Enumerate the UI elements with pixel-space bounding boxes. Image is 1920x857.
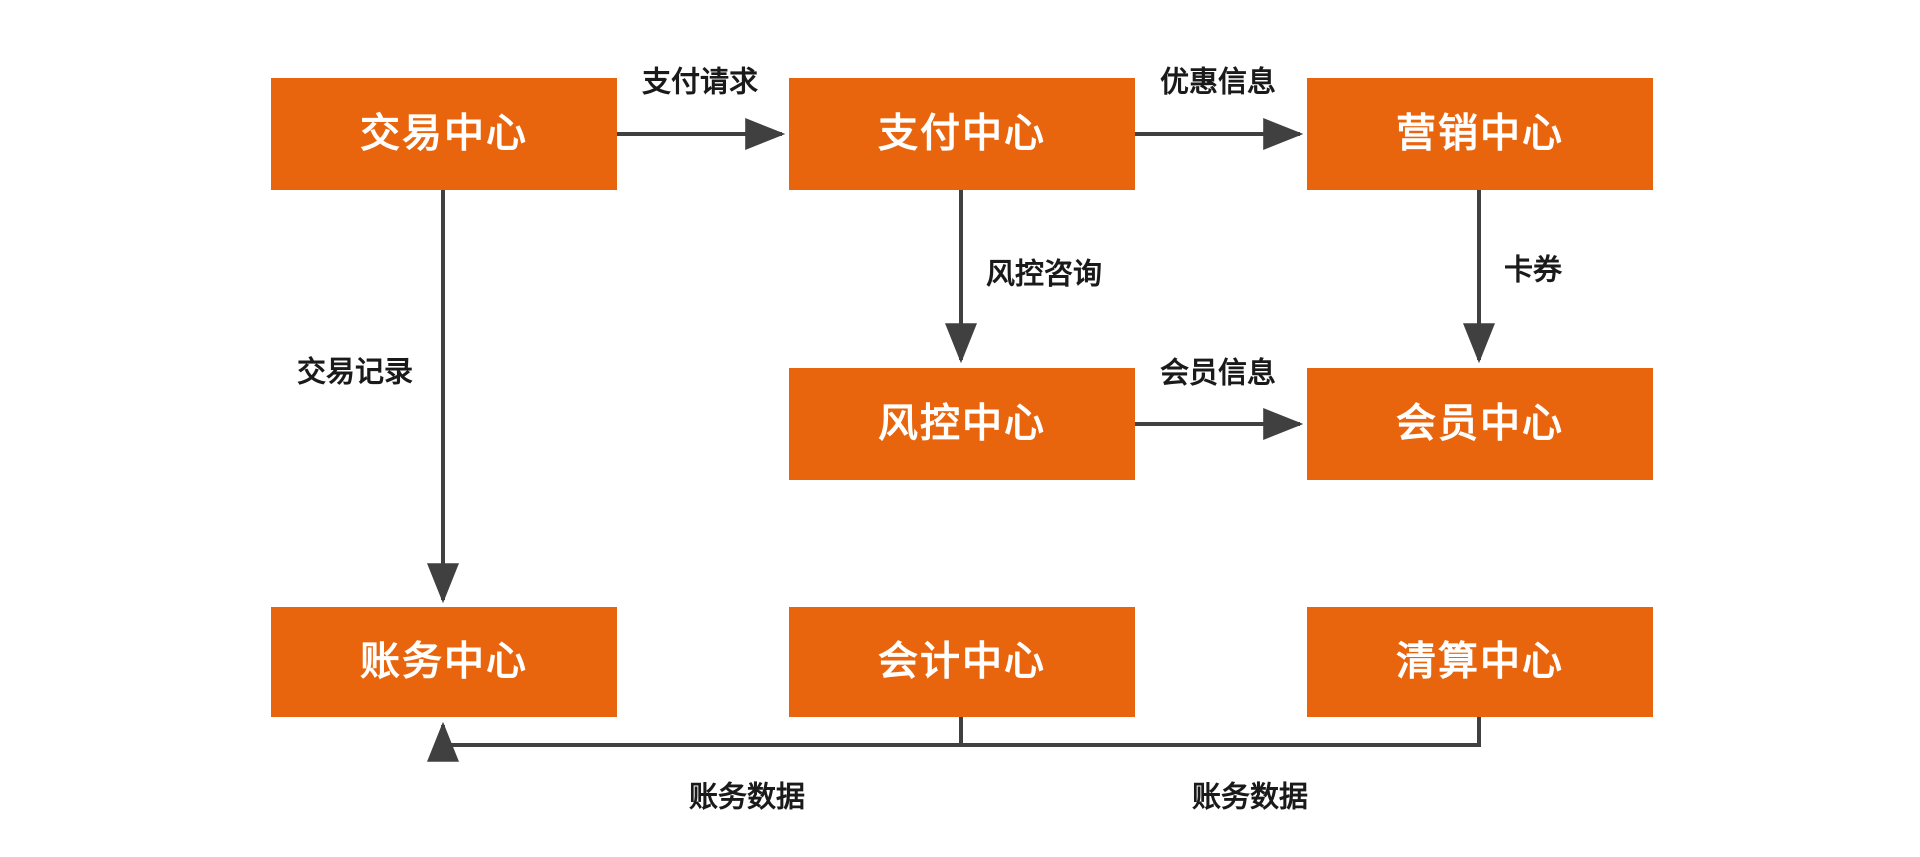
edge-marketing-to-member: 卡券 xyxy=(1463,190,1563,364)
node-label-accounting-center: 会计中心 xyxy=(878,640,1046,684)
node-rect-payment-center[interactable] xyxy=(789,78,1135,190)
node-account-center[interactable]: 账务中心 xyxy=(271,607,617,717)
edge-payment-to-riskcontrol: 风控咨询 xyxy=(945,190,1102,364)
node-label-riskcontrol-center: 风控中心 xyxy=(878,402,1046,446)
node-member-center[interactable]: 会员中心 xyxy=(1307,368,1653,480)
node-rect-account-center[interactable] xyxy=(271,607,617,717)
node-riskcontrol-center[interactable]: 风控中心 xyxy=(789,368,1135,480)
node-label-account-center: 账务中心 xyxy=(360,640,528,684)
edge-label-promotion-info: 优惠信息 xyxy=(1160,65,1276,99)
edge-label-payment-request: 支付请求 xyxy=(642,66,758,99)
node-rect-marketing-center[interactable] xyxy=(1307,78,1653,190)
edge-label-risk-consult: 风控咨询 xyxy=(986,258,1102,291)
edge-trade-to-payment: 支付请求 xyxy=(617,66,786,150)
edge-trade-to-account: 交易记录 xyxy=(297,190,459,604)
edge-payment-to-marketing: 优惠信息 xyxy=(1135,65,1304,150)
node-label-marketing-center: 营销中心 xyxy=(1396,112,1564,156)
edge-settlement-to-account: 账务数据 xyxy=(963,715,1481,814)
edge-accounting-to-account: 账务数据 xyxy=(427,715,963,814)
node-rect-riskcontrol-center[interactable] xyxy=(789,368,1135,480)
edge-riskcontrol-to-member: 会员信息 xyxy=(1135,356,1304,440)
node-settlement-center[interactable]: 清算中心 xyxy=(1307,607,1653,717)
node-label-trade-center: 交易中心 xyxy=(360,112,528,156)
edge-label-coupon: 卡券 xyxy=(1504,254,1563,287)
node-accounting-center[interactable]: 会计中心 xyxy=(789,607,1135,717)
node-label-member-center: 会员中心 xyxy=(1396,402,1564,446)
node-label-settlement-center: 清算中心 xyxy=(1396,640,1564,684)
node-rect-trade-center[interactable] xyxy=(271,78,617,190)
node-trade-center[interactable]: 交易中心 xyxy=(271,78,617,190)
node-rect-accounting-center[interactable] xyxy=(789,607,1135,717)
edge-line-settlement-account xyxy=(963,715,1481,747)
node-label-payment-center: 支付中心 xyxy=(878,112,1046,156)
edge-line-accounting-account xyxy=(427,715,963,762)
node-payment-center[interactable]: 支付中心 xyxy=(789,78,1135,190)
node-rect-member-center[interactable] xyxy=(1307,368,1653,480)
node-rect-settlement-center[interactable] xyxy=(1307,607,1653,717)
edge-label-account-data-left: 账务数据 xyxy=(689,781,805,814)
edge-label-trade-record: 交易记录 xyxy=(297,355,413,389)
node-marketing-center[interactable]: 营销中心 xyxy=(1307,78,1653,190)
edge-label-member-info: 会员信息 xyxy=(1160,356,1276,390)
edge-label-account-data-right: 账务数据 xyxy=(1192,781,1308,814)
